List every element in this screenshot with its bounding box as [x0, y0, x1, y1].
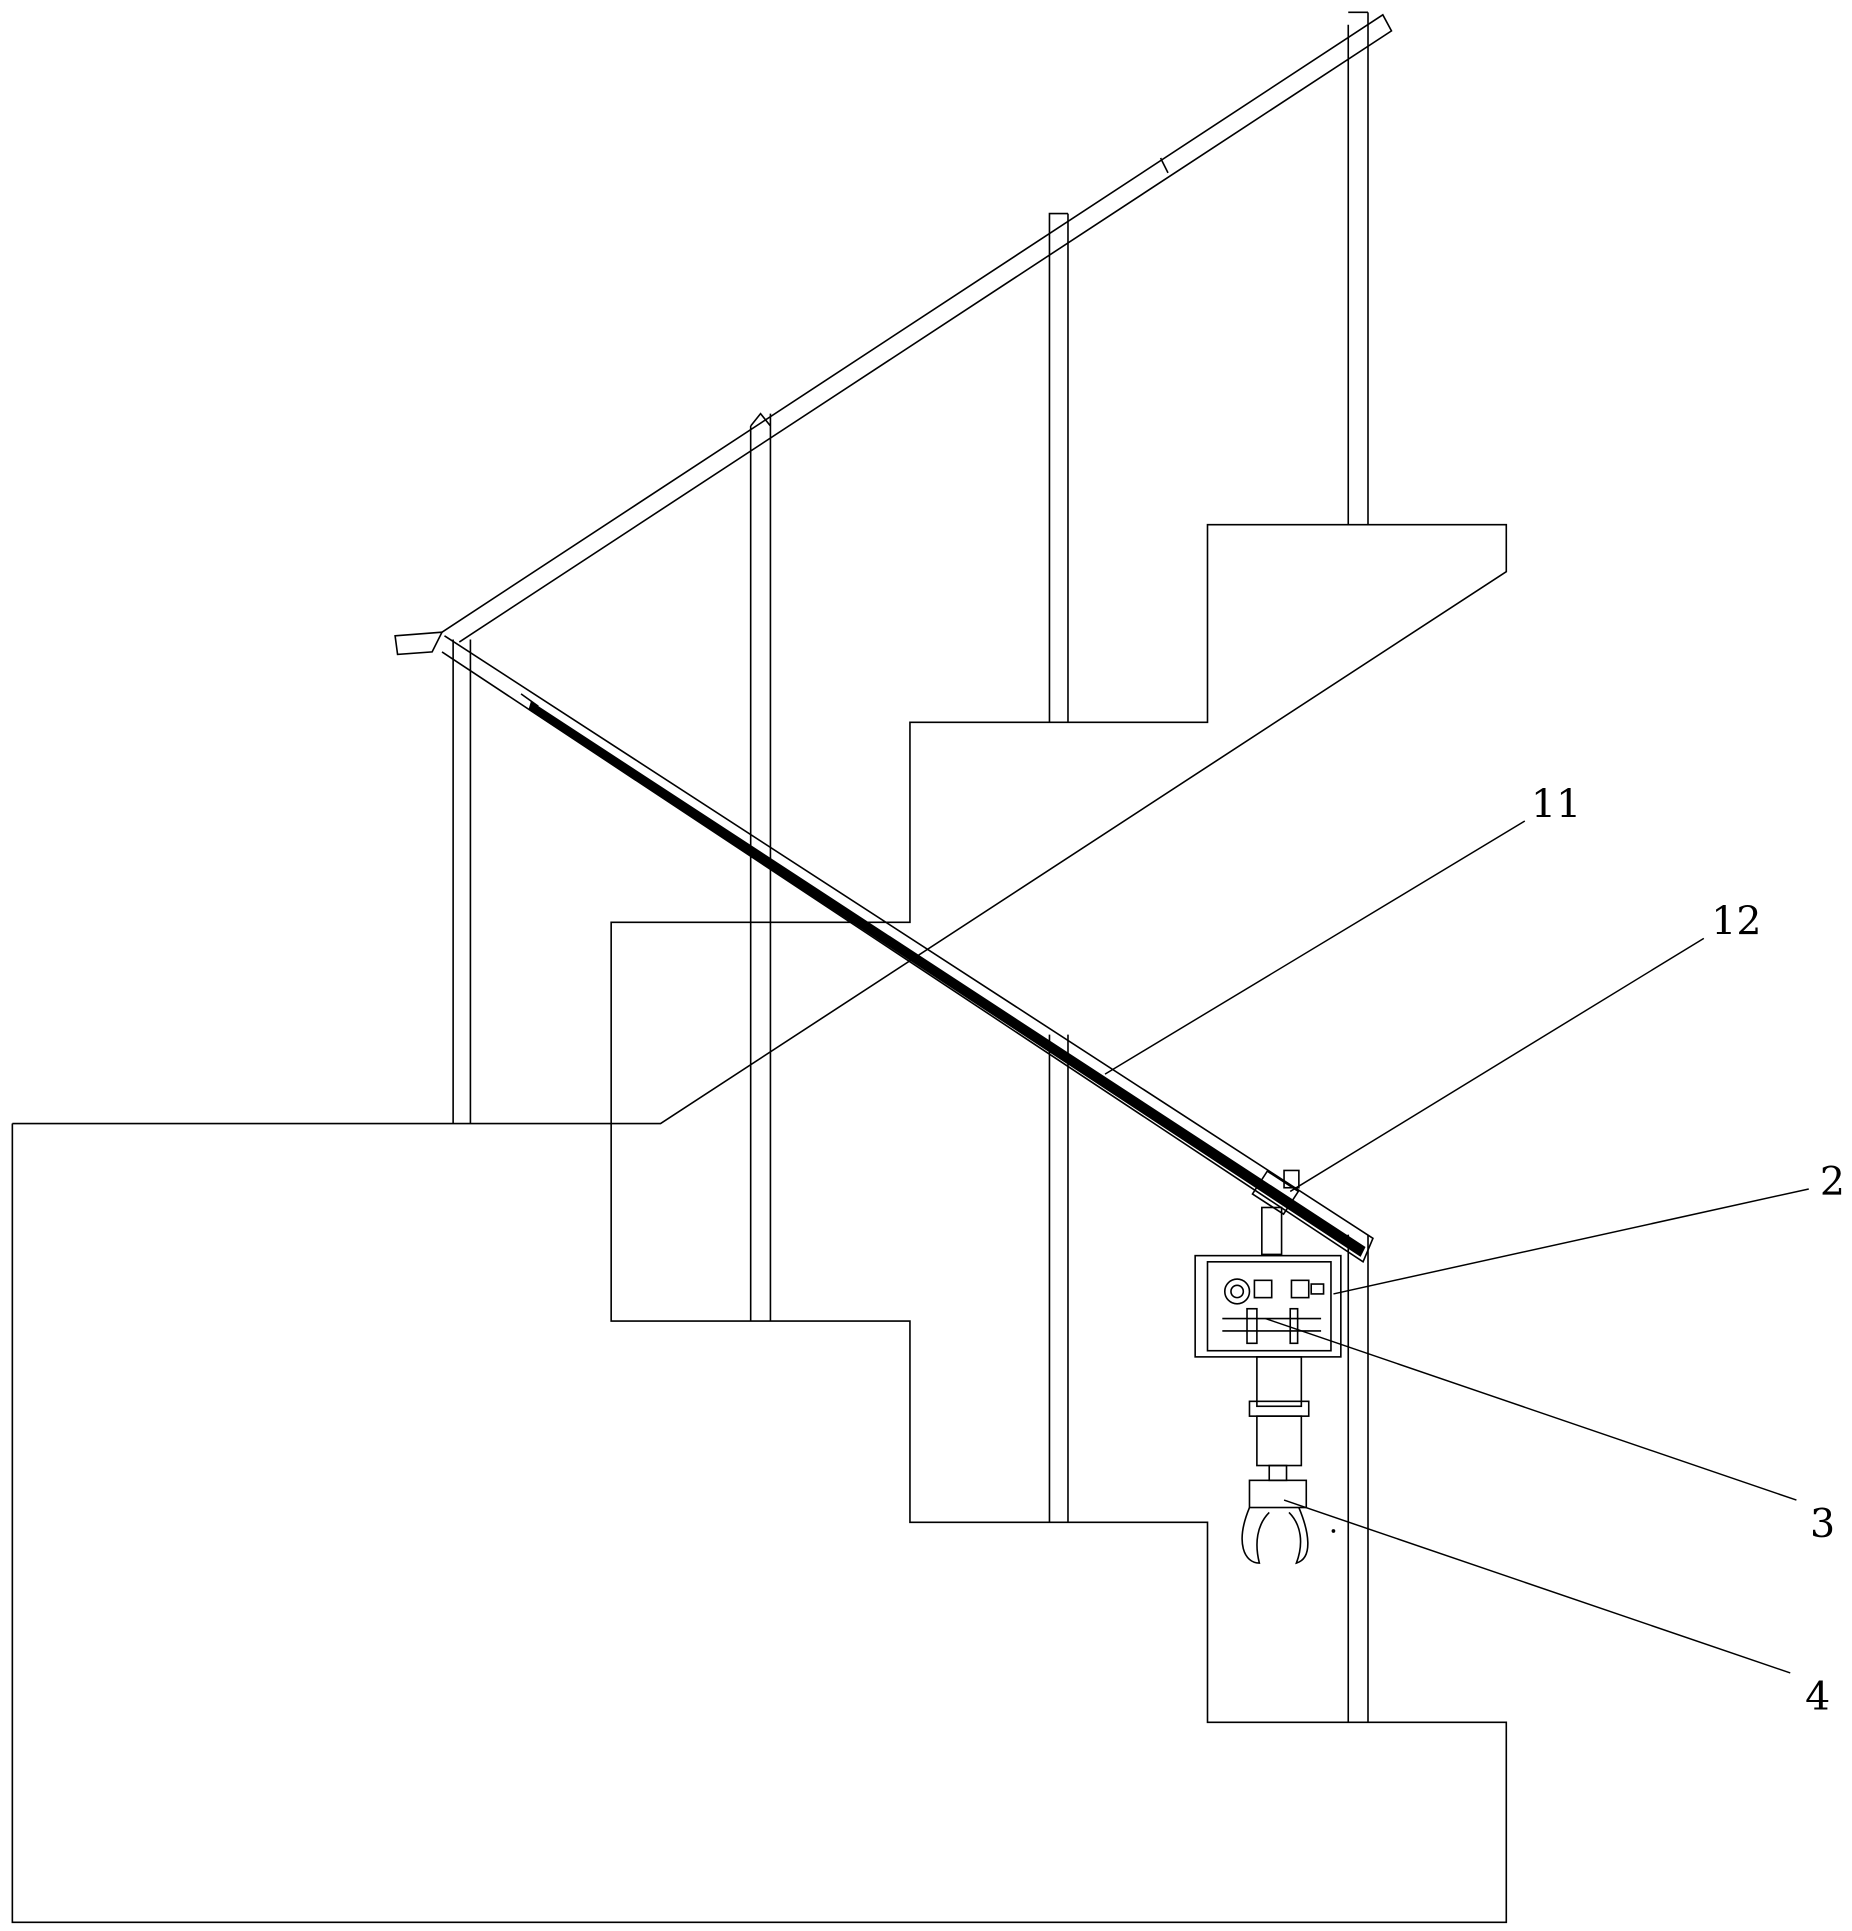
- leader-lines: [1104, 820, 1809, 1674]
- label-12: 12: [1711, 899, 1761, 945]
- label-3: 3: [1810, 1501, 1835, 1547]
- label-11: 11: [1531, 781, 1581, 827]
- staircase: [11, 523, 1508, 1924]
- trolley-mechanism: [1194, 1169, 1342, 1565]
- handrail: [394, 13, 1393, 656]
- lower-rail: [441, 635, 1374, 1264]
- label-4: 4: [1805, 1674, 1830, 1720]
- label-2: 2: [1820, 1159, 1845, 1205]
